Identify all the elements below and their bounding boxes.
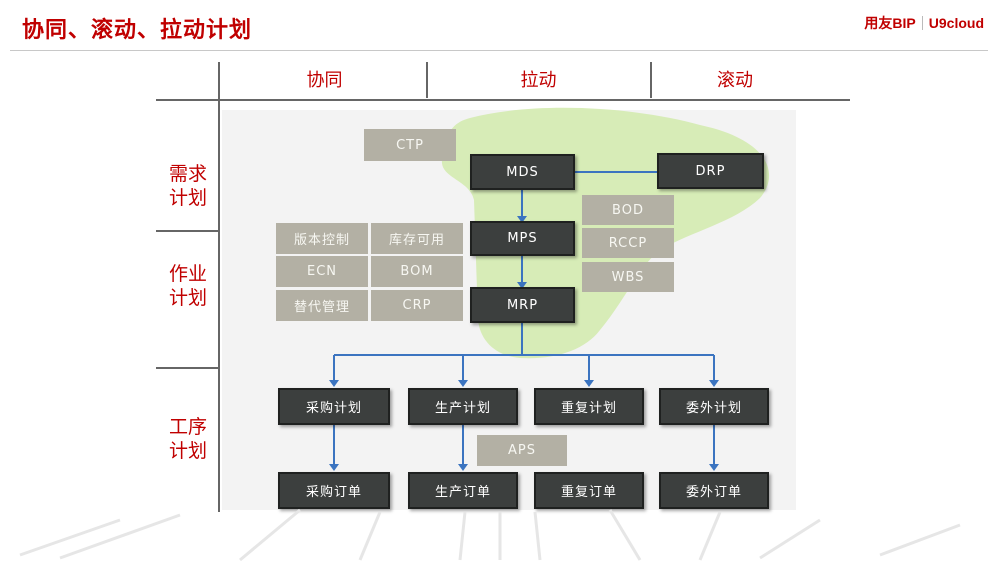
inventory-available-box: 库存可用 [371,223,463,254]
column-header-rolling: 滚动 [717,70,753,91]
arrow-head [517,216,527,223]
purchase-order-box: 采购订单 [278,472,390,509]
ctp-box: CTP [364,129,456,161]
page-title: 协同、滚动、拉动计划 [22,18,253,43]
repeat-plan-box: 重复计划 [534,388,644,425]
arrow-head [517,282,527,289]
row-label-operation: 作业 计划 [168,263,207,309]
bom-box: BOM [371,256,463,287]
grid-row-rule-1 [156,230,218,232]
brand-logo: 用友BIP U9cloud [864,13,984,33]
aps-box: APS [477,435,567,466]
arrow-head [709,380,719,387]
row-label-process: 工序 计划 [168,416,207,462]
mps-box: MPS [470,221,575,256]
brand-yonyou: 用友BIP [864,15,916,31]
production-order-box: 生产订单 [408,472,518,509]
drp-box: DRP [657,153,764,189]
bod-box: BOD [582,195,674,225]
rccp-box: RCCP [582,228,674,258]
grid-vertical-main [218,62,220,512]
grid-vertical-col2 [650,62,652,98]
brand-u9cloud: U9cloud [928,15,984,31]
column-header-collaborative: 协同 [306,70,343,91]
title-divider [10,50,988,51]
substitute-management-box: 替代管理 [276,290,368,321]
column-header-pull: 拉动 [520,70,557,91]
production-plan-box: 生产计划 [408,388,518,425]
row-label-demand: 需求 计划 [168,163,207,209]
repeat-order-box: 重复订单 [534,472,644,509]
purchase-plan-box: 采购计划 [278,388,390,425]
brand-divider [921,16,923,30]
arrow-head [458,380,468,387]
outsource-order-box: 委外订单 [659,472,769,509]
crp-box: CRP [371,290,463,321]
grid-vertical-col1 [426,62,428,98]
mds-box: MDS [470,154,575,190]
ecn-box: ECN [276,256,368,287]
background-decoration [19,508,961,562]
outsource-plan-box: 委外计划 [659,388,769,425]
grid-header-rule [156,99,850,101]
arrow-head [709,464,719,471]
arrow-head [584,380,594,387]
arrow-head [458,464,468,471]
mrp-box: MRP [470,287,575,323]
grid-row-rule-2 [156,367,218,369]
version-control-box: 版本控制 [276,223,368,254]
wbs-box: WBS [582,262,674,292]
arrow-head [329,380,339,387]
arrow-head [329,464,339,471]
